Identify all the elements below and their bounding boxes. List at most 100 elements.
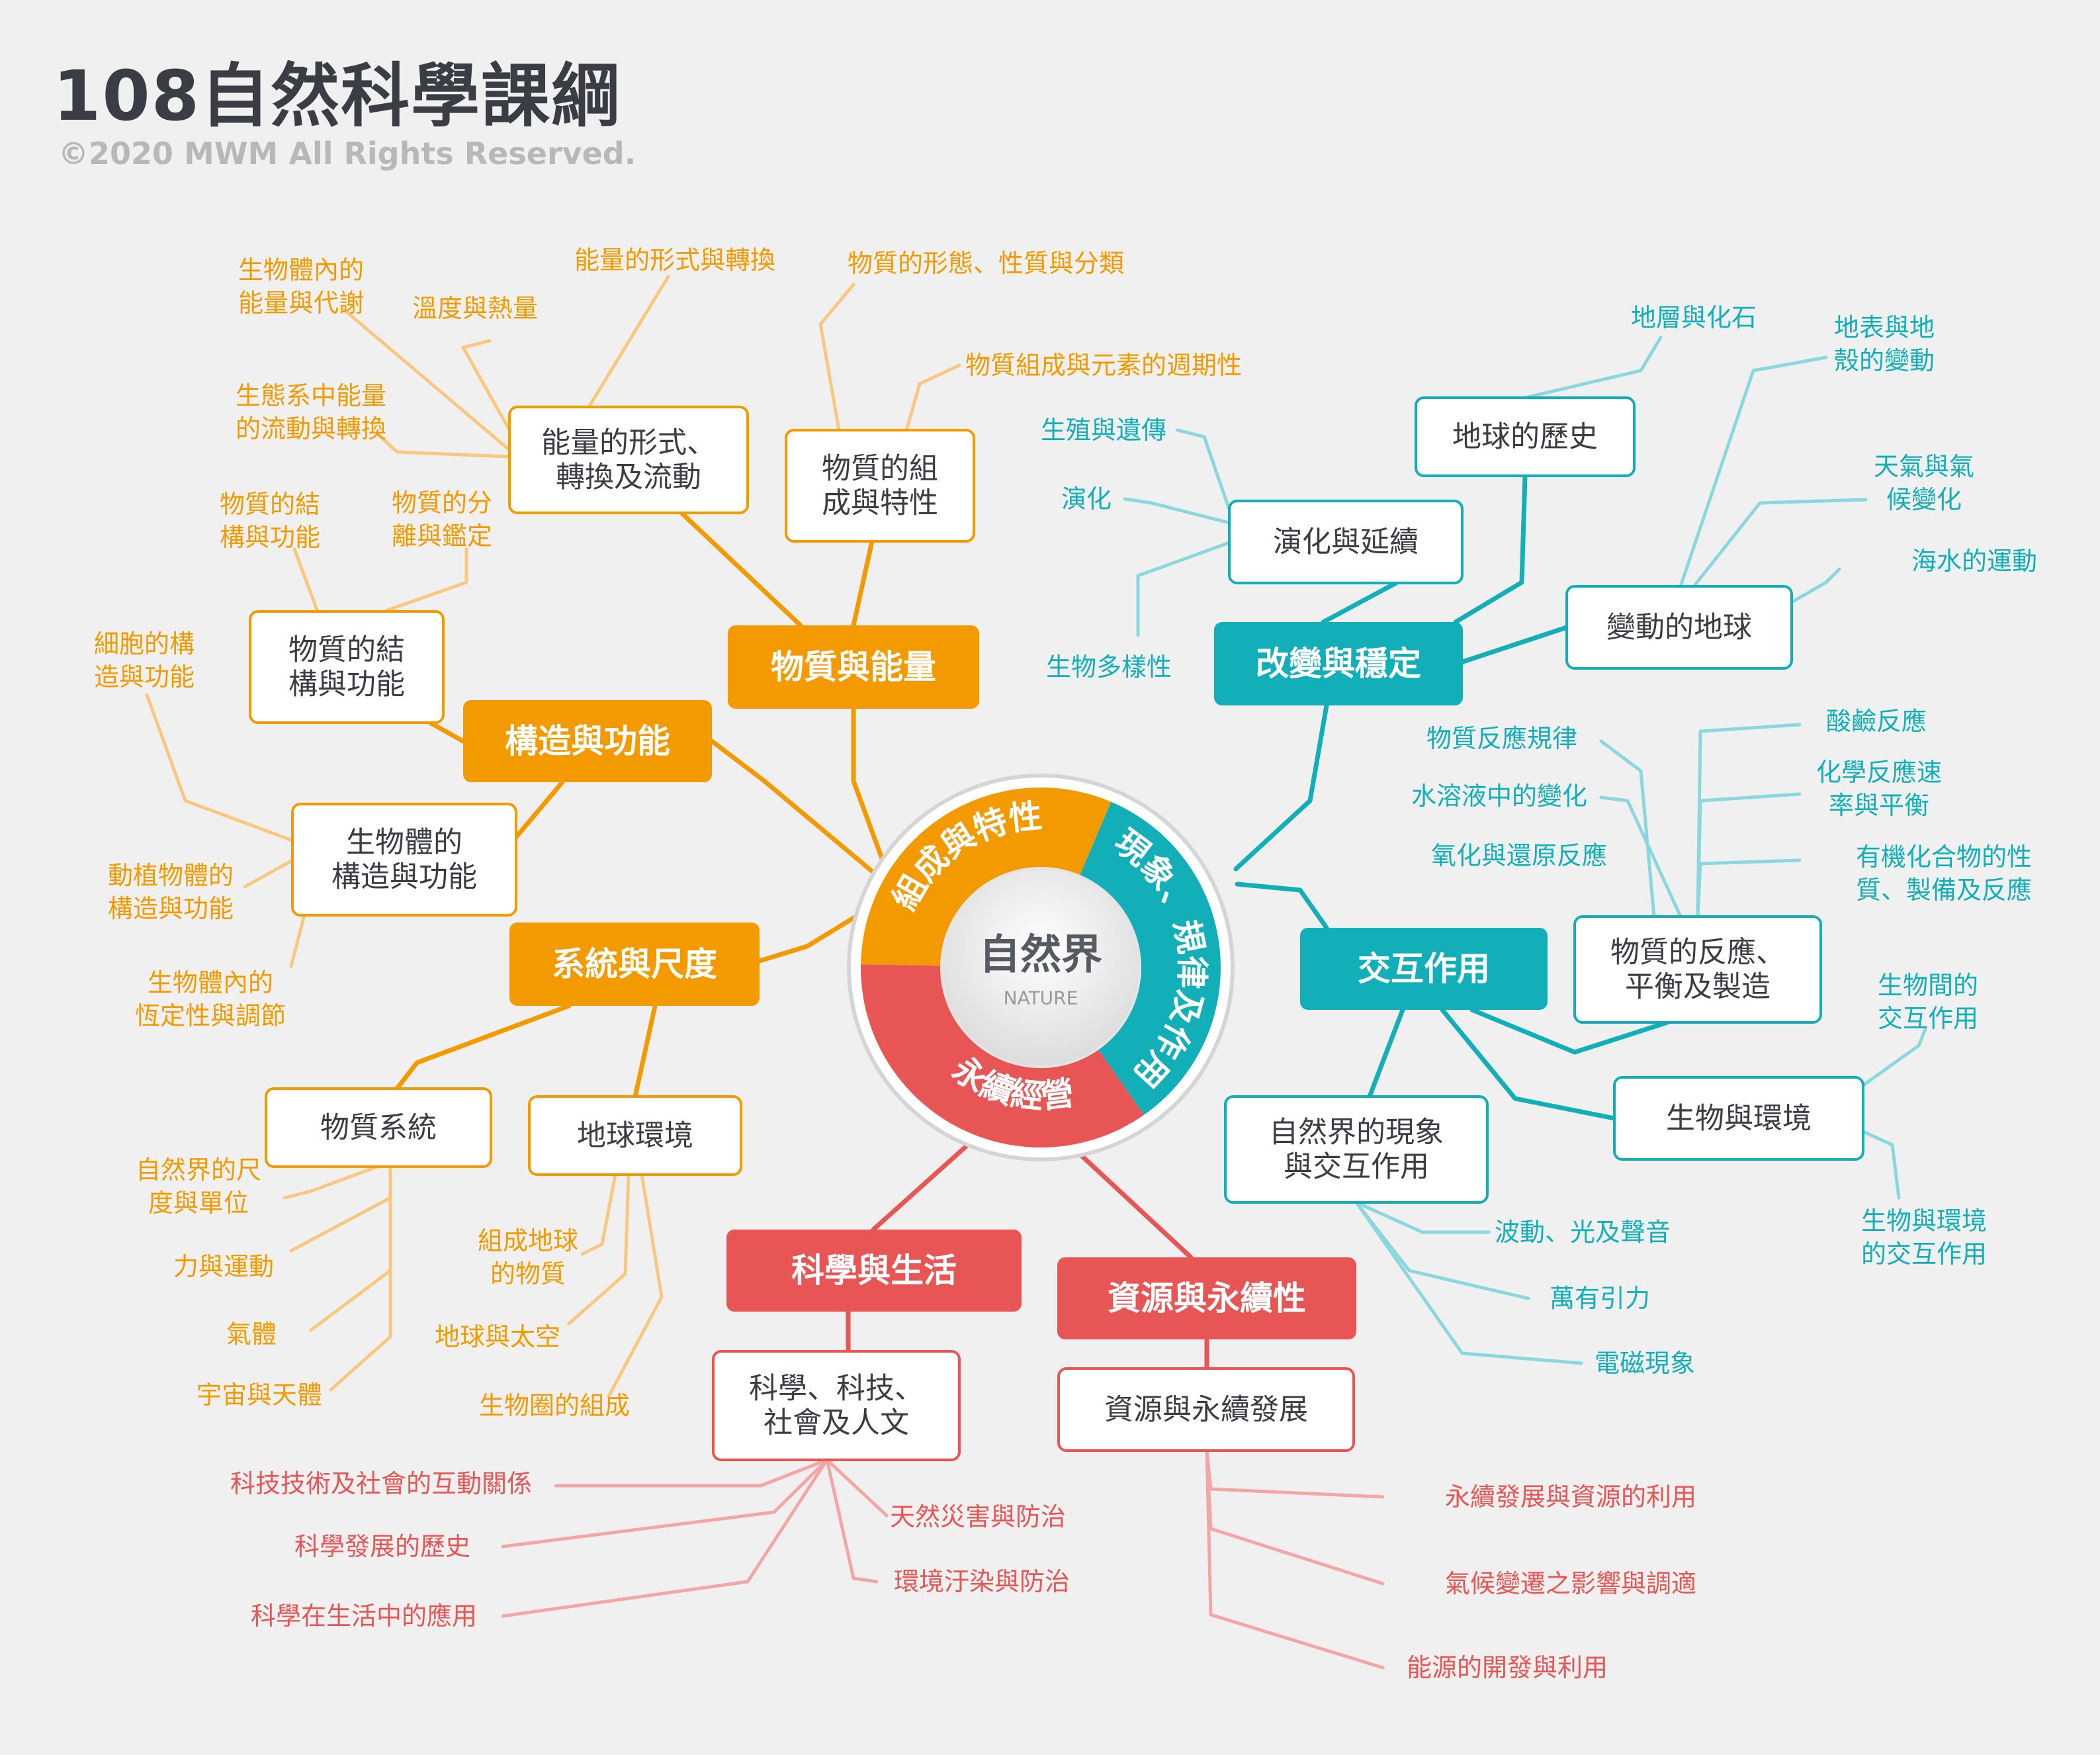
teal-main-box-1	[1300, 928, 1548, 1010]
teal-connector-43	[1599, 795, 1683, 919]
orange-sub-box-2	[249, 610, 445, 724]
teal-connector-27	[1233, 703, 1329, 872]
orange-sub-label-0: 能量的形式、轉換及流動	[541, 426, 716, 494]
teal-connector-45	[1696, 792, 1802, 919]
orange-connector-24	[580, 1173, 617, 1256]
teal-leaf-5: 天氣與氣候變化	[1874, 452, 1974, 514]
teal-sub-label-5: 自然界的現象與交互作用	[1269, 1116, 1444, 1184]
teal-connector-50	[1354, 1200, 1530, 1300]
orange-leaf-10: 生物體內的恆定性與調節	[135, 968, 286, 1030]
red-sub-label-1: 資源與永續發展	[1104, 1393, 1308, 1427]
orange-leaf-9: 動植物體的構造與功能	[108, 861, 234, 923]
hub-sublabel: NATURE	[1004, 987, 1078, 1009]
teal-connector-37	[1692, 498, 1868, 588]
hub-inner-circle	[940, 867, 1141, 1068]
orange-connector-11	[461, 339, 511, 432]
red-sub-box-1	[1057, 1367, 1355, 1452]
red-leaf-1: 科學發展的歷史	[294, 1532, 470, 1561]
teal-connector-35	[1523, 336, 1663, 400]
orange-connector-17	[145, 693, 294, 842]
teal-sub-label-0: 地球的歷史	[1452, 420, 1598, 454]
leaf-labels: 生物體內的能量與代謝能量的形式與轉換溫度與熱量生態系中能量的流動與轉換物質的形態…	[94, 246, 2037, 1682]
red-main-label-1: 資源與永續性	[1108, 1279, 1306, 1318]
teal-sub-box-2	[1565, 585, 1793, 670]
orange-leaf-0: 生物體內的能量與代謝	[238, 255, 364, 318]
red-connector-62	[1205, 1449, 1385, 1586]
teal-leaf-8: 水溶液中的變化	[1411, 782, 1587, 811]
page-title: 108自然科學課綱	[53, 56, 622, 136]
teal-leaf-1: 地表與地殼的變動	[1834, 313, 1935, 375]
orange-connector-6	[513, 780, 565, 840]
orange-leaf-8: 細胞的構造與功能	[94, 629, 195, 692]
orange-sub-box-4	[265, 1087, 492, 1168]
red-main-box-1	[1057, 1257, 1356, 1339]
red-connector-61	[1205, 1449, 1385, 1499]
orange-sub-label-4: 物質系統	[320, 1111, 437, 1145]
teal-leaf-12: 有機化合物的性質、製備及反應	[1856, 842, 2032, 905]
teal-leaf-9: 氧化與還原反應	[1431, 841, 1607, 870]
red-leaf-3: 天然災害與防治	[890, 1502, 1066, 1531]
copyright-notice: ©2020 MWM All Rights Reserved.	[58, 136, 636, 171]
teal-connector-40	[1123, 497, 1231, 525]
orange-leaf-3: 生態系中能量的流動與轉換	[236, 381, 386, 443]
orange-sub-label-2: 物質的結構與功能	[288, 633, 405, 701]
orange-leaf-11: 自然界的尺度與單位	[136, 1155, 261, 1218]
teal-leaf-13: 生物間的交互作用	[1878, 971, 1978, 1033]
orange-connector-0	[851, 706, 893, 883]
orange-connector-15	[292, 547, 320, 613]
teal-connector-30	[1453, 473, 1528, 625]
teal-connector-46	[1696, 858, 1802, 919]
teal-connector-36	[1679, 355, 1828, 588]
teal-connector-47	[1861, 1027, 1927, 1087]
orange-connector-16	[382, 547, 468, 613]
orange-leaf-2: 溫度與熱量	[412, 294, 538, 323]
red-connector-58	[501, 1458, 829, 1618]
orange-connector-18	[243, 858, 294, 889]
red-connector-52	[871, 1129, 985, 1232]
teal-connector-41	[1136, 541, 1231, 637]
teal-leaf-4: 生物多樣性	[1046, 652, 1172, 682]
orange-connector-9	[342, 308, 511, 452]
teal-leaf-3: 演化	[1061, 484, 1112, 514]
hub-segment-composition	[861, 788, 1112, 966]
teal-sub-label-3: 物質的反應、平衡及製造	[1610, 936, 1785, 1004]
teal-connector-44	[1696, 723, 1802, 919]
teal-leaf-17: 電磁現象	[1595, 1349, 1695, 1378]
teal-sub-box-0	[1415, 396, 1636, 477]
teal-sub-box-5	[1224, 1095, 1489, 1204]
orange-leaf-12: 力與運動	[173, 1252, 274, 1281]
orange-leaf-1: 能量的形式與轉換	[574, 246, 775, 275]
teal-sub-box-4	[1613, 1076, 1864, 1161]
teal-sub-label-4: 生物與環境	[1666, 1102, 1812, 1136]
teal-sub-label-2: 變動的地球	[1606, 611, 1752, 645]
orange-main-box-1	[463, 700, 712, 782]
red-leaf-5: 永續發展與資源的利用	[1445, 1482, 1696, 1511]
teal-connector-28	[1235, 881, 1329, 930]
hub-segment-phenomena	[1079, 801, 1221, 1115]
teal-connector-48	[1861, 1130, 1901, 1200]
red-leaf-4: 環境汙染與防治	[894, 1567, 1070, 1596]
teal-leaf-14: 生物與環境的交互作用	[1861, 1206, 1987, 1269]
orange-leaf-7: 物質的分離與鑑定	[392, 488, 492, 551]
orange-sub-box-0	[508, 406, 749, 514]
orange-connector-2	[757, 904, 875, 964]
teal-leaf-11: 化學反應速率與平衡	[1816, 758, 1942, 820]
orange-connector-26	[607, 1173, 664, 1398]
teal-connector-31	[1321, 580, 1399, 625]
orange-main-box-2	[509, 922, 760, 1006]
teal-leaf-7: 物質反應規律	[1426, 724, 1577, 753]
teal-leaf-6: 海水的運動	[1911, 547, 2037, 576]
teal-connector-33	[1440, 1007, 1617, 1121]
orange-main-box-0	[728, 625, 979, 709]
teal-connector-29	[1460, 625, 1569, 664]
orange-connector-1	[709, 739, 889, 886]
orange-connector-25	[567, 1173, 631, 1326]
red-connector-63	[1205, 1449, 1385, 1670]
red-connector-57	[501, 1458, 829, 1549]
orange-connector-13	[818, 283, 855, 432]
teal-connector-34	[1367, 1007, 1405, 1099]
orange-connector-22	[309, 1165, 392, 1332]
orange-leaf-16: 地球與太空	[435, 1322, 560, 1351]
red-connector-56	[554, 1458, 829, 1488]
